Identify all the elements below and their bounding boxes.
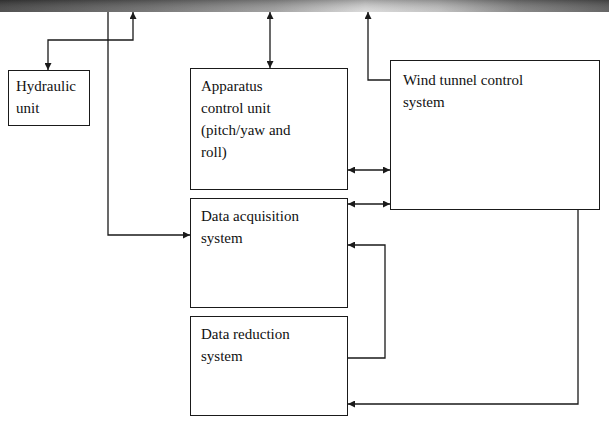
photo-shade [0,0,609,12]
box-label: Wind tunnel control system [403,69,563,113]
process-box: Hydraulic unit [8,70,90,126]
signal-connector [348,210,578,404]
process-box: Data reduction system [190,316,348,416]
box-label: Hydraulic unit [16,75,82,119]
signal-connector [348,169,390,170]
process-box: Wind tunnel control system [390,60,600,210]
box-label: Data reduction system [201,323,301,367]
process-box: Data acquisition system [190,198,348,308]
signal-connector [348,203,390,204]
box-label: Apparatus control unit (pitch/yaw and ro… [201,75,293,163]
hydraulic-line [48,12,133,70]
wind-tunnel-photo [0,0,609,12]
process-box: Apparatus control unit (pitch/yaw and ro… [190,68,348,190]
tunnel-line [368,12,390,80]
sensor-line [108,12,190,235]
box-label: Data acquisition system [201,205,301,249]
signal-connector [348,245,385,358]
apparatus-line [269,12,270,68]
